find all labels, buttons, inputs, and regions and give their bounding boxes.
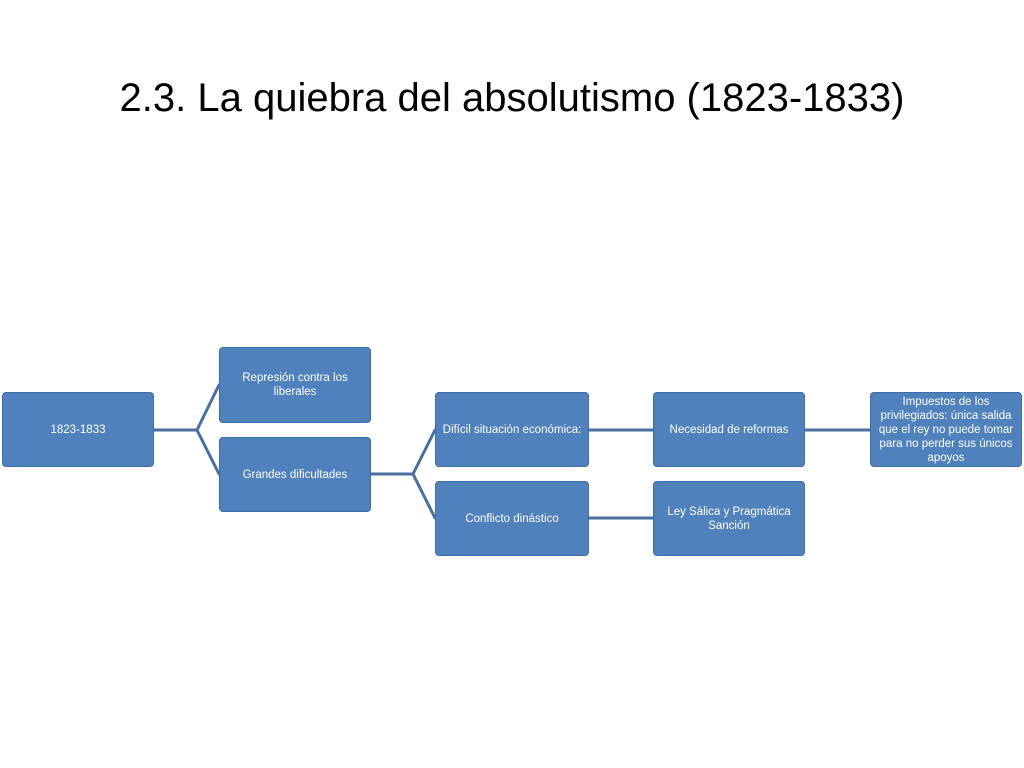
node-represion: Represión contra los liberales <box>219 347 371 423</box>
node-impuestos-label: Impuestos de los privilegiados: única sa… <box>878 395 1014 464</box>
node-dificil-situacion-label: Difícil situación económica: <box>442 423 582 436</box>
node-1823-1833: 1823-1833 <box>2 392 154 467</box>
connector-grandes-conflicto <box>369 472 437 520</box>
node-represion-label: Represión contra los liberales <box>242 372 348 398</box>
node-conflicto-dinastico: Conflicto dinástico <box>435 481 589 556</box>
connector-root-grandes <box>152 428 221 476</box>
node-dificil-situacion: Difícil situación económica: <box>435 392 589 467</box>
slide-title: 2.3. La quiebra del absolutismo (1823-18… <box>119 76 905 120</box>
node-conflicto-dinastico-label: Conflicto dinástico <box>465 512 559 525</box>
connector-root-represion <box>152 383 221 432</box>
node-necesidad-reformas-label: Necesidad de reformas <box>669 423 789 436</box>
node-ley-salica: Ley Sálica y Pragmática Sanción <box>653 481 805 556</box>
node-grandes-dificultades: Grandes dificultades <box>219 437 371 512</box>
node-ley-salica-label: Ley Sálica y Pragmática Sanción <box>667 505 791 532</box>
connector-grandes-dificil <box>369 428 437 476</box>
node-impuestos: Impuestos de los privilegiados: única sa… <box>870 392 1022 467</box>
node-grandes-dificultades-label: Grandes dificultades <box>242 468 348 481</box>
node-necesidad-reformas: Necesidad de reformas <box>653 392 805 467</box>
node-1823-1833-label: 1823-1833 <box>50 423 106 436</box>
